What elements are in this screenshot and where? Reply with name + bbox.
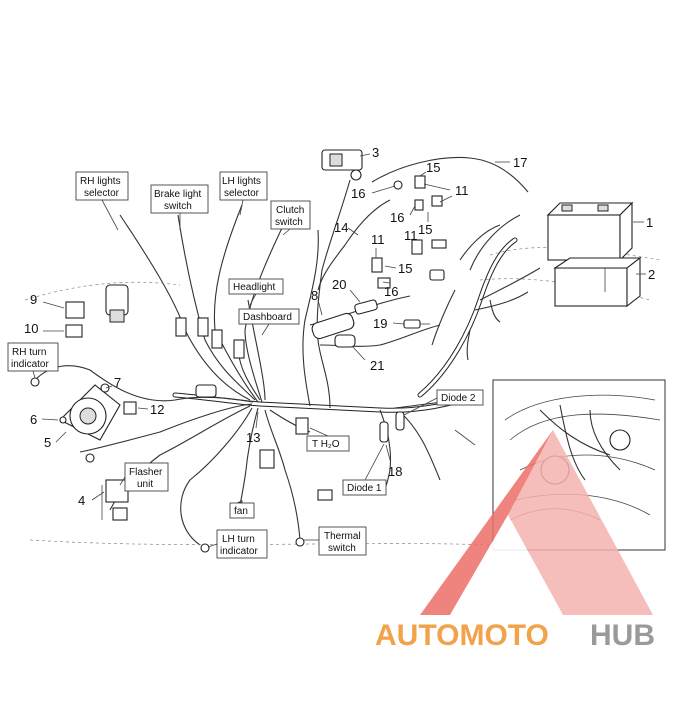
callout-16a: 16 (351, 186, 365, 201)
callout-8: 8 (311, 288, 318, 303)
callout-19: 19 (373, 316, 387, 331)
label-rh-lights-2: selector (84, 188, 120, 199)
part-12 (123, 401, 137, 415)
callout-3: 3 (372, 145, 379, 160)
callout-14: 14 (334, 220, 348, 235)
callout-16c: 16 (384, 284, 398, 299)
callout-11c: 11 (404, 228, 418, 243)
callout-10: 10 (24, 321, 38, 336)
headlight-connector (105, 284, 129, 323)
fuse-holder (311, 312, 356, 348)
callout-21: 21 (370, 358, 384, 373)
horn (59, 383, 121, 441)
callout-15c: 15 (398, 261, 412, 276)
callout-18: 18 (388, 464, 402, 479)
watermark-text-automoto: AUTOMOTO (375, 619, 549, 652)
leader-lines (32, 199, 438, 548)
label-flasher-1: Flasher (129, 467, 163, 478)
sensor-19 (403, 319, 430, 329)
callout-4: 4 (78, 493, 85, 508)
callout-9: 9 (30, 292, 37, 307)
callout-11b: 11 (371, 232, 385, 247)
label-clutch-1: Clutch (276, 205, 304, 216)
callout-7: 7 (114, 375, 121, 390)
callout-13: 13 (246, 430, 260, 445)
callout-17: 17 (513, 155, 527, 170)
logo-triangle-right (508, 430, 653, 615)
label-fan: fan (234, 506, 248, 517)
callout-5: 5 (44, 435, 51, 450)
label-boxes: RH lights selector Brake light switch LH… (7, 171, 484, 559)
callout-11a: 11 (455, 183, 469, 198)
callout-6: 6 (30, 412, 37, 427)
part-20 (354, 299, 378, 315)
watermark-logo: AUTOMOTO HUB (375, 429, 655, 652)
callout-1: 1 (646, 215, 653, 230)
label-diode-2: Diode 2 (441, 393, 476, 404)
label-lh-turn-2: indicator (220, 546, 258, 557)
callout-15a: 15 (426, 160, 440, 175)
connector-3 (321, 149, 363, 181)
watermark-text-hub: HUB (590, 619, 655, 652)
diodes (379, 411, 405, 443)
label-lh-lights-1: LH lights (222, 176, 261, 187)
callout-16b: 16 (390, 210, 404, 225)
label-lh-lights-2: selector (224, 188, 260, 199)
callout-2: 2 (648, 267, 655, 282)
label-thermal-2: switch (328, 543, 356, 554)
callout-20: 20 (332, 277, 346, 292)
label-rh-turn-1: RH turn (12, 347, 46, 358)
label-diode-1: Diode 1 (347, 483, 382, 494)
label-t-h2o: T H₂O (312, 439, 340, 450)
flasher-unit (101, 479, 129, 521)
label-rh-turn-2: indicator (11, 359, 49, 370)
battery (546, 201, 634, 262)
label-dashboard: Dashboard (243, 312, 292, 323)
label-thermal-1: Thermal (324, 531, 361, 542)
part-number-callouts: 1 2 3 4 5 6 7 8 9 10 11 11 11 12 13 14 1… (24, 145, 655, 508)
callout-12: 12 (150, 402, 164, 417)
components (30, 149, 642, 553)
label-brake-light-1: Brake light (154, 189, 201, 200)
label-rh-lights-1: RH lights (80, 176, 121, 187)
label-lh-turn-1: LH turn (222, 534, 255, 545)
relay-9 (65, 301, 85, 319)
label-clutch-2: switch (275, 217, 303, 228)
wiring-lines (24, 156, 661, 546)
label-brake-light-2: switch (164, 201, 192, 212)
callout-15b: 15 (418, 222, 432, 237)
label-flasher-2: unit (137, 479, 153, 490)
battery-tray (553, 256, 642, 308)
relay-10 (65, 324, 83, 338)
label-headlight: Headlight (233, 282, 275, 293)
logo-triangle-left (420, 430, 553, 615)
switch-plugs (175, 317, 333, 501)
